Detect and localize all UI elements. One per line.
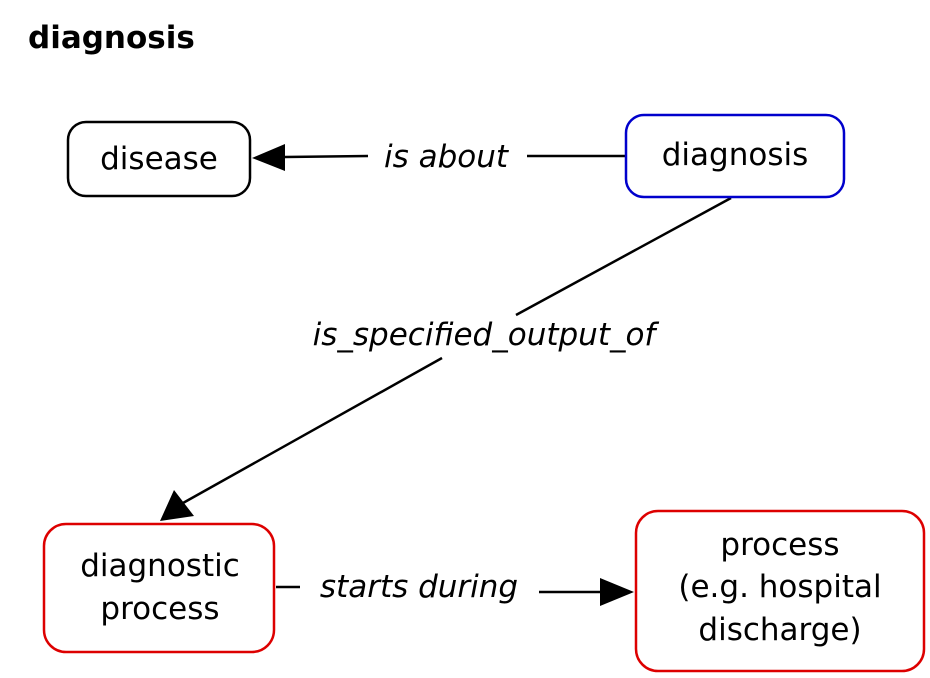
edge-is-about: is about	[252, 139, 626, 175]
edge-line	[515, 196, 732, 317]
node-box	[634, 509, 926, 673]
node-box	[42, 522, 276, 654]
node-label-line-3: discharge)	[698, 612, 861, 648]
node-disease[interactable]: disease	[66, 120, 252, 198]
diagram-title: diagnosis	[28, 20, 195, 56]
node-label: disease	[100, 141, 218, 177]
node-diagnosis[interactable]: diagnosis	[624, 113, 846, 199]
edge-starts-during: starts during	[276, 569, 634, 606]
node-box	[66, 120, 252, 198]
node-process[interactable]: process (e.g. hospital discharge)	[634, 509, 926, 673]
node-label-line-2: process	[100, 591, 219, 627]
arrowhead-icon	[600, 578, 634, 606]
node-label-line-1: diagnostic	[80, 548, 240, 584]
node-label: diagnosis	[662, 137, 809, 173]
edge-label-is-about: is about	[384, 139, 510, 175]
edge-label-starts-during: starts during	[320, 569, 518, 605]
node-box	[624, 113, 846, 199]
edge-label-is-specified-output-of: is_specified_output_of	[313, 317, 660, 353]
arrowhead-icon	[160, 490, 194, 521]
edge-is-specified-output-of: is_specified_output_of	[160, 196, 732, 521]
node-label-line-2: (e.g. hospital	[678, 569, 881, 605]
arrowhead-icon	[252, 144, 285, 171]
edge-line	[182, 356, 443, 505]
edge-line	[284, 154, 369, 159]
node-diagnostic-process[interactable]: diagnostic process	[42, 522, 276, 654]
node-label-line-1: process	[720, 527, 839, 563]
